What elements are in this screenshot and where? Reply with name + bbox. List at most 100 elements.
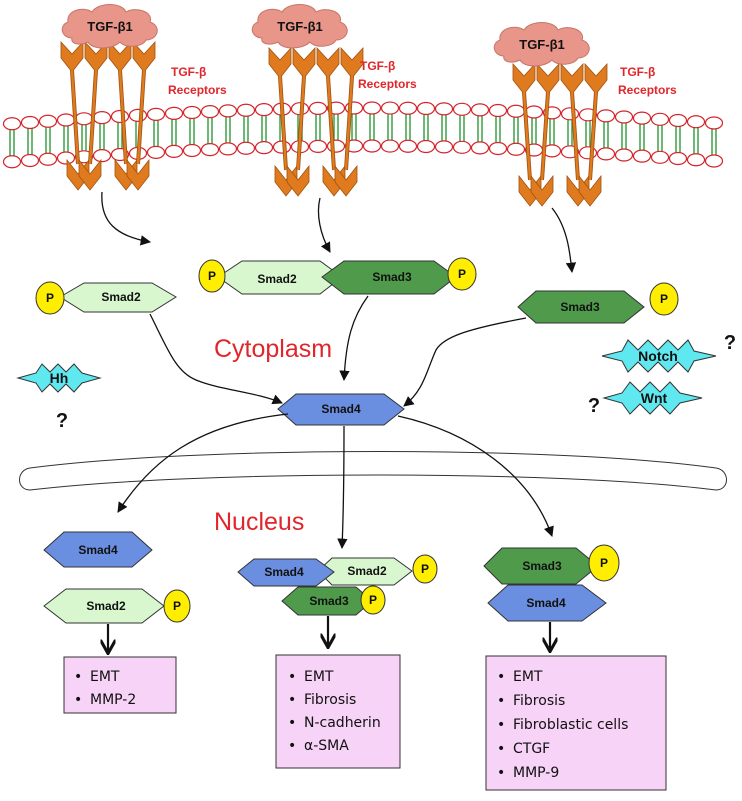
lipid-head — [92, 149, 112, 163]
lipid-head — [2, 155, 22, 169]
outcome-list-center: •EMT•Fibrosis•N-cadherin•α-SMA — [288, 669, 381, 754]
lipid-head — [614, 148, 634, 162]
lipid-head — [668, 151, 688, 166]
receptor-label-1-line1: TGF-β — [171, 65, 206, 79]
lipid-head — [326, 139, 346, 153]
receptor-complex-1 — [60, 40, 156, 191]
lipid-head — [38, 114, 58, 128]
lipid-head — [272, 140, 292, 154]
outcome-item: Fibrosis — [513, 693, 565, 709]
lipid-head — [560, 107, 580, 121]
lipid-head — [2, 117, 22, 131]
outcome-bullet: • — [74, 692, 82, 708]
smad3-right-complex: Smad3 P — [517, 282, 679, 324]
lipid-head — [488, 103, 508, 118]
smad4-cytoplasm-label: Smad4 — [321, 402, 361, 416]
phospho-label: P — [173, 599, 181, 613]
ligand-cloud-1: TGF-β1 — [61, 4, 158, 49]
lipid-head — [38, 152, 58, 166]
smad3-center-label: Smad3 — [372, 270, 412, 284]
outcome-item: EMT — [513, 669, 543, 685]
phospho-circle — [35, 281, 65, 315]
arrow-smad23-to-smad4 — [339, 295, 369, 382]
arrow-receptor3-to-smad3 — [551, 207, 577, 274]
lipid-head — [20, 115, 40, 130]
nucleus-label: Nucleus — [214, 508, 304, 536]
lipid-head — [20, 153, 40, 168]
hh-signal: Hh ? — [16, 363, 102, 432]
arrow-smad4-to-right-nucleus — [397, 415, 554, 537]
outcome-item: N-cadherin — [304, 715, 381, 731]
lipid-head — [416, 101, 436, 116]
receptor-label-2-line2: Receptors — [358, 77, 417, 91]
lipid-head — [650, 150, 670, 164]
arrow-receptor1-to-smad2 — [101, 191, 152, 246]
phospho-label: P — [421, 562, 429, 576]
phospho-label: P — [600, 556, 608, 570]
outcome-box-center — [275, 654, 401, 769]
smad2-center-label: Smad2 — [257, 272, 297, 286]
lipid-head — [686, 115, 706, 129]
lipid-head — [218, 142, 238, 156]
lipid-head — [74, 112, 94, 126]
lipid-head — [668, 113, 688, 128]
lipid-head — [524, 105, 544, 119]
arrow-smad2-to-smad4 — [149, 313, 283, 405]
wnt-label: Wnt — [641, 390, 668, 406]
lipid-head — [452, 140, 472, 154]
lipid-head — [308, 101, 328, 115]
outcome-bullet: • — [497, 717, 505, 733]
outcome-bullet: • — [497, 765, 505, 781]
receptor-label-3-line1: TGF-β — [620, 65, 655, 79]
outcome-item: MMP-2 — [90, 692, 136, 708]
hh-label: Hh — [50, 370, 69, 386]
lipid-head — [704, 154, 724, 168]
lipid-head — [380, 101, 400, 115]
arrow-smad4-to-center-nucleus — [337, 425, 348, 550]
phospho-circle — [447, 257, 477, 291]
smad4-cytoplasm: Smad4 — [277, 393, 405, 426]
wnt-question-mark: ? — [588, 395, 600, 417]
ligand-label-3: TGF-β1 — [519, 37, 565, 52]
outcome-bullet: • — [288, 669, 296, 685]
lipid-head — [704, 116, 724, 130]
arrow-receptor2-to-smad23 — [317, 197, 331, 253]
lipid-head — [110, 109, 130, 124]
smad2-left-label: Smad2 — [101, 290, 141, 304]
lipid-head — [74, 150, 94, 164]
nucleus-center-complex: Smad2 P Smad4 Smad3 P — [237, 554, 438, 616]
lipid-head — [236, 103, 256, 117]
lipid-head — [596, 109, 616, 123]
lipid-head — [146, 145, 166, 159]
lipid-head — [164, 144, 184, 158]
phospho-label: P — [208, 269, 216, 283]
outcome-bullet: • — [497, 741, 505, 757]
nucleus-center-smad2-label: Smad2 — [347, 564, 387, 578]
lipid-head — [434, 140, 454, 154]
smad3-right-label: Smad3 — [560, 300, 600, 314]
outcome-item: Fibroblastic cells — [513, 717, 628, 733]
outcome-bullet: • — [497, 693, 505, 709]
lipid-head — [380, 139, 400, 153]
receptor-label-2-line1: TGF-β — [360, 59, 395, 73]
smad2-left-complex: Smad2 P — [35, 281, 177, 315]
outcome-bullet: • — [288, 715, 296, 731]
lipid-head — [56, 113, 76, 127]
receptor-complex-3 — [512, 62, 608, 207]
phospho-label: P — [458, 267, 466, 281]
ligand-cloud-3: TGF-β1 — [493, 22, 590, 67]
notch-label: Notch — [638, 348, 678, 364]
cytoplasm-label: Cytoplasm — [214, 335, 332, 363]
lipid-head — [470, 141, 490, 155]
lipid-head — [146, 107, 166, 121]
smad2-smad3-center-complex: Smad2 Smad3 P P — [198, 257, 477, 295]
lipid-head — [488, 141, 508, 156]
lipid-head — [362, 101, 382, 115]
nucleus-right-smad4-label: Smad4 — [526, 596, 566, 610]
receptor-label-3-line2: Receptors — [618, 83, 677, 97]
nucleus-right-complex: Smad3 P Smad4 — [483, 544, 620, 622]
lipid-head — [632, 149, 652, 163]
outcome-item: EMT — [304, 669, 334, 685]
ligand-cloud-2: TGF-β1 — [251, 4, 348, 49]
